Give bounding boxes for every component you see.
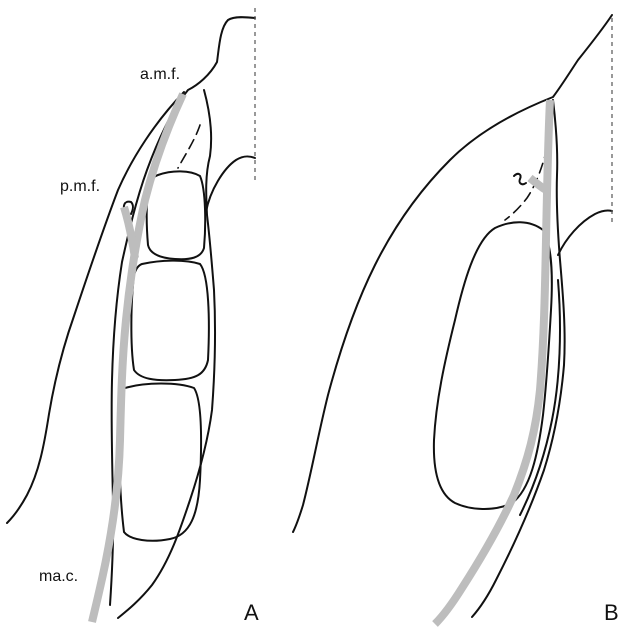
pmf-label: p.m.f. xyxy=(60,178,100,195)
panel-a-mandibular-canal xyxy=(92,94,183,622)
mac-label: ma.c. xyxy=(39,568,78,585)
panel-a-crypt-1 xyxy=(147,171,206,259)
panel-a-lingual-bulge xyxy=(206,156,255,212)
panel-b: B xyxy=(293,15,619,625)
panel-a-crypt-2 xyxy=(131,261,209,381)
panel-a-label: A xyxy=(244,600,259,625)
panel-a-crypt-3 xyxy=(119,384,201,541)
panel-a: a.m.f. p.m.f. ma.c. A xyxy=(7,8,259,625)
panel-b-lingual-bulge xyxy=(558,210,612,255)
panel-b-label: B xyxy=(604,600,619,625)
panel-a-dashed-line xyxy=(178,125,200,168)
panel-b-foramen xyxy=(514,174,526,184)
panel-b-outer-contour xyxy=(293,15,612,532)
amf-label: a.m.f. xyxy=(140,66,180,83)
panel-b-crypt xyxy=(434,222,552,509)
